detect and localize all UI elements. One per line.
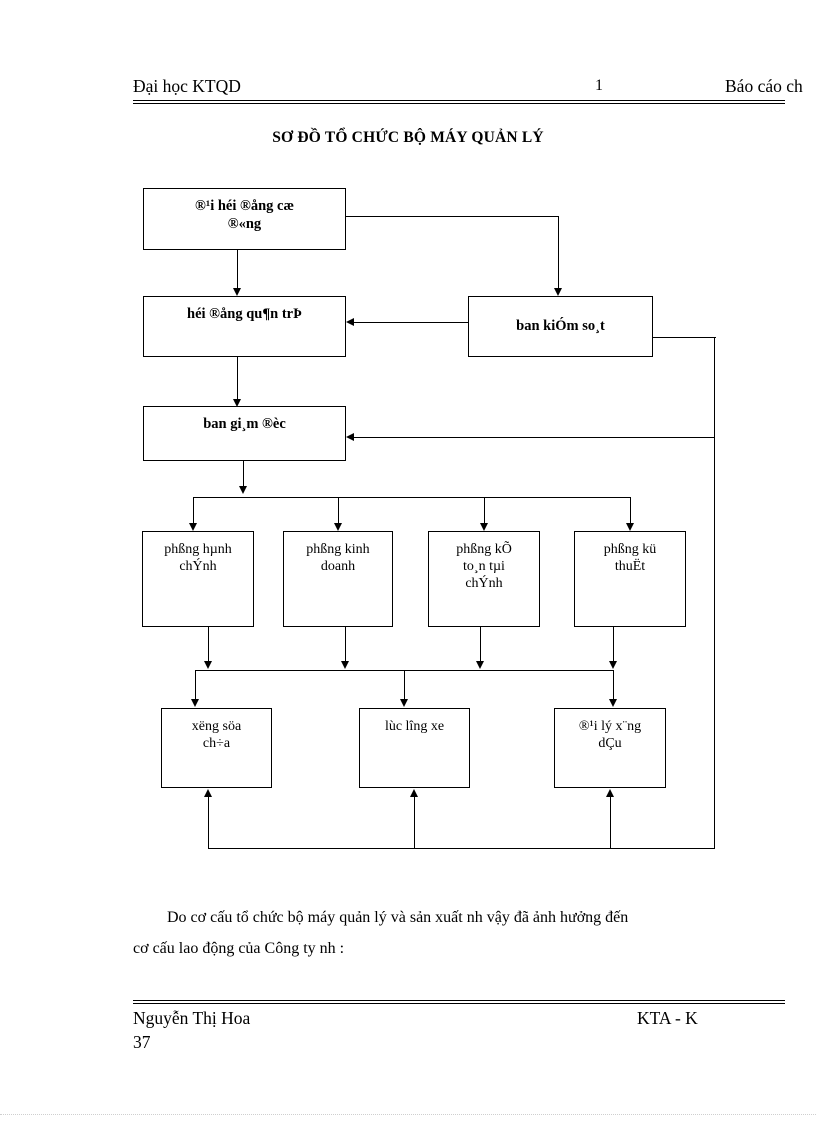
- connector-dhdcd-to-bks-horizontal: [346, 216, 559, 218]
- arrowhead-down: [609, 661, 617, 669]
- node-phong-ky-thuat: phßng kü thuËt: [574, 531, 686, 627]
- connector-right-vertical-bus: [714, 337, 716, 849]
- arrowhead-down: [626, 523, 634, 531]
- connector-unit-drop-3: [613, 670, 615, 702]
- node-label: ®¹i lý x¨ng dÇu: [578, 719, 642, 752]
- connector-dhdcd-to-bks-vertical: [558, 216, 560, 292]
- node-ban-kiem-soat: ban kiÓm so¸t: [468, 296, 653, 357]
- arrowhead-down: [334, 523, 342, 531]
- connector-department-bus: [193, 497, 631, 499]
- page-bottom-edge: [0, 1114, 816, 1116]
- node-luc-luong-xe: lùc lîng xe: [359, 708, 470, 788]
- arrowhead-left: [346, 318, 354, 326]
- page-header: Đại học KTQD 1 Báo cáo ch: [133, 76, 816, 100]
- arrowhead-down: [480, 523, 488, 531]
- connector-feedback-up-1: [208, 796, 210, 849]
- arrowhead-down: [233, 399, 241, 407]
- body-paragraph: Do cơ cấu tổ chức bộ máy quản lý và sản …: [133, 902, 788, 964]
- connector-dept4-down: [613, 627, 615, 663]
- connector-dhdcd-to-hdqt: [237, 250, 239, 291]
- connector-feedback-up-3: [610, 796, 612, 849]
- node-label: phßng kü thuËt: [603, 542, 657, 575]
- node-label: phßng kÕ to¸n tµi chÝnh: [456, 542, 512, 592]
- connector-dept3-down: [480, 627, 482, 663]
- header-divider: [133, 100, 785, 104]
- paragraph-line-1: Do cơ cấu tổ chức bộ máy quản lý và sản …: [167, 909, 629, 926]
- footer-number: 37: [133, 1032, 151, 1052]
- arrowhead-down: [233, 288, 241, 296]
- footer-author-name: Nguyễn Thị Hoa: [133, 1008, 251, 1028]
- connector-unit-drop-1: [195, 670, 197, 702]
- connector-dept1-down: [208, 627, 210, 663]
- arrowhead-down: [239, 486, 247, 494]
- connector-bus-drop-1: [193, 497, 195, 526]
- node-ban-giam-doc: ban gi¸m ®èc: [143, 406, 346, 461]
- footer-class-label: KTA - K: [637, 1008, 698, 1028]
- arrowhead-down: [400, 699, 408, 707]
- connector-feedback-up-2: [414, 796, 416, 849]
- arrowhead-down: [476, 661, 484, 669]
- node-dai-hoi-dong-co-dong: ®¹i héi ®ång cæ ®«ng: [143, 188, 346, 250]
- arrowhead-up: [204, 789, 212, 797]
- connector-bus-drop-4: [630, 497, 632, 526]
- connector-unit-drop-2: [404, 670, 406, 702]
- header-right-text: Báo cáo ch: [725, 76, 803, 96]
- connector-dept2-down: [345, 627, 347, 663]
- connector-feedback-bus: [208, 848, 715, 850]
- arrowhead-down: [191, 699, 199, 707]
- node-label: phßng kinh doanh: [306, 542, 370, 575]
- node-label: ban gi¸m ®èc: [203, 416, 286, 432]
- connector-bus-drop-2: [338, 497, 340, 526]
- node-dai-ly-xang-dau: ®¹i lý x¨ng dÇu: [554, 708, 666, 788]
- node-phong-kinh-doanh: phßng kinh doanh: [283, 531, 393, 627]
- arrowhead-down: [609, 699, 617, 707]
- node-label: xëng söa ch÷a: [191, 719, 242, 752]
- node-label: ban kiÓm so¸t: [516, 317, 605, 334]
- node-label: phßng hµnh chÝnh: [164, 542, 232, 575]
- node-label: ®¹i héi ®ång cæ ®«ng: [195, 198, 294, 232]
- arrowhead-down: [204, 661, 212, 669]
- connector-bks-right-stub: [652, 337, 716, 339]
- node-label: héi ®ång qu¶n trÞ: [187, 306, 302, 322]
- arrowhead-down: [189, 523, 197, 531]
- arrowhead-down: [554, 288, 562, 296]
- connector-bks-to-hdqt: [354, 322, 468, 324]
- node-phong-hanh-chinh: phßng hµnh chÝnh: [142, 531, 254, 627]
- paragraph-line-2: cơ cấu lao động của Công ty nh :: [133, 940, 345, 958]
- connector-hdqt-to-bgd: [237, 357, 239, 402]
- arrowhead-up: [410, 789, 418, 797]
- node-phong-ke-toan-tai-chinh: phßng kÕ to¸n tµi chÝnh: [428, 531, 540, 627]
- arrowhead-up: [606, 789, 614, 797]
- connector-bus-drop-3: [484, 497, 486, 526]
- arrowhead-down: [341, 661, 349, 669]
- connector-bus-to-bgd: [354, 437, 715, 439]
- header-left-text: Đại học KTQD: [133, 76, 241, 96]
- node-hoi-dong-quan-tri: héi ®ång qu¶n trÞ: [143, 296, 346, 357]
- page-title: SƠ ĐỒ TỔ CHỨC BỘ MÁY QUẢN LÝ: [272, 129, 544, 146]
- connector-bgd-down: [243, 461, 245, 489]
- node-label: lùc lîng xe: [384, 719, 445, 734]
- header-page-number: 1: [595, 77, 603, 94]
- footer-divider: [133, 1000, 785, 1004]
- node-xuong-sua-chua: xëng söa ch÷a: [161, 708, 272, 788]
- arrowhead-left: [346, 433, 354, 441]
